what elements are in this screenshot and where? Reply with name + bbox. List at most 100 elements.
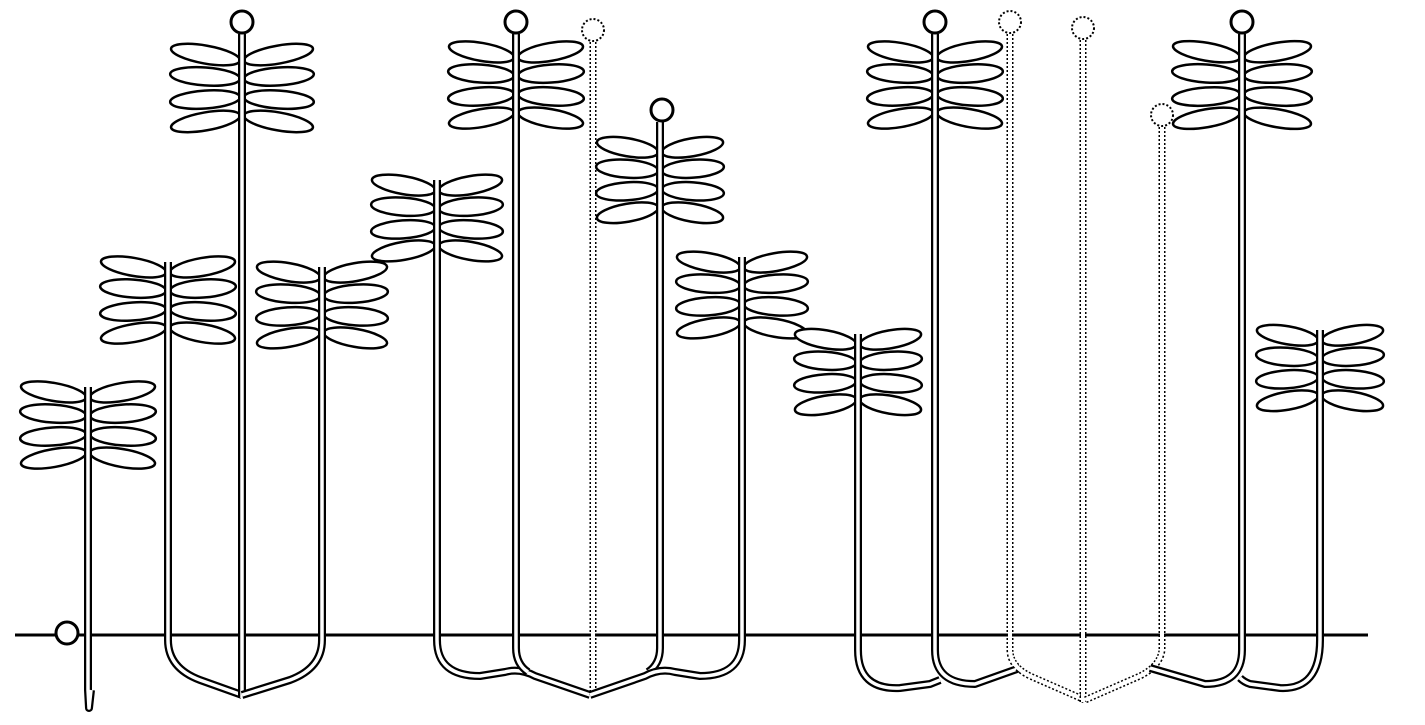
ramet-n-flower-icon xyxy=(1229,9,1255,35)
ramet-g-leaf-left xyxy=(594,180,660,202)
seedling-leaf-right xyxy=(88,425,158,447)
ramet-m-dead-flower-icon xyxy=(1150,103,1174,127)
ramet-n-leaf-right xyxy=(1242,39,1313,64)
ramet-o-leaf-right xyxy=(1320,323,1385,347)
ramet-n-stem-inner xyxy=(1149,34,1244,686)
ramet-i-leaf-right xyxy=(858,327,923,351)
ramet-g-leaf-left xyxy=(595,201,660,225)
ramet-h-leaf-left xyxy=(674,295,742,317)
ramet-n-leaf-right xyxy=(1242,62,1314,85)
ramet-i-leaf-right xyxy=(858,393,923,417)
ramet-m-dotted-stem xyxy=(1083,127,1166,704)
ramet-g-leaf-left xyxy=(594,158,660,180)
ramet-g-leaf-right xyxy=(660,201,725,225)
ramet-c-leaf-left xyxy=(254,305,322,327)
ramet-l-dead-flower-icon xyxy=(1071,16,1095,40)
ramet-j-leaf-left xyxy=(866,106,935,130)
ramet-g-leaf-left xyxy=(595,135,660,159)
ramet-i-leaf-right xyxy=(858,372,924,394)
ramet-e-leaf-right xyxy=(516,63,586,85)
ramet-d-leaf-right xyxy=(437,218,505,240)
ramet-i-leaf-left xyxy=(792,350,858,372)
ramet-e-leaf-left xyxy=(446,85,516,107)
ramet-e-stem-inner xyxy=(514,34,530,674)
ramet-c-leaf-right xyxy=(322,305,390,327)
ramet-b-leaf-right xyxy=(242,89,316,111)
ramet-d-leaf-right xyxy=(437,173,504,197)
ramet-a-leaf-right xyxy=(168,278,238,300)
ramet-a-leaf-left xyxy=(98,300,168,322)
ramet-j-leaf-right xyxy=(935,106,1004,130)
ramet-j-leaf-right xyxy=(935,85,1005,107)
ramet-j-leaf-right xyxy=(935,63,1005,85)
ramet-h-leaf-left xyxy=(674,273,742,295)
ramet-o-leaf-right xyxy=(1320,389,1385,413)
ramet-b-leaf-left xyxy=(168,89,242,111)
ramet-c-leaf-left xyxy=(255,326,322,350)
ramet-e-leaf-left xyxy=(447,40,516,64)
ramet-i-leaf-left xyxy=(793,327,858,351)
ramet-d-leaf-left xyxy=(369,196,437,218)
ramet-j-leaf-left xyxy=(865,63,935,85)
ramet-j-leaf-left xyxy=(865,85,935,107)
ramet-c-leaf-right xyxy=(322,283,390,305)
ramet-d-leaf-right xyxy=(437,196,505,218)
ramet-e-leaf-right xyxy=(516,85,586,107)
ramet-e-leaf-right xyxy=(516,40,585,64)
ramet-h-leaf-right xyxy=(742,295,810,317)
ramet-j-leaf-right xyxy=(935,40,1004,64)
ramet-g-leaf-right xyxy=(660,180,726,202)
ramet-e-flower-icon xyxy=(503,9,529,35)
ramet-o-leaf-left xyxy=(1254,368,1320,390)
ramet-a-leaf-right xyxy=(168,321,237,345)
ramet-n-leaf-right xyxy=(1242,85,1314,108)
ramet-c-stem-inner xyxy=(241,270,324,697)
seedling-leaf-right xyxy=(88,380,157,404)
ramet-o-leaf-right xyxy=(1320,368,1386,390)
ramet-c-leaf-left xyxy=(254,283,322,305)
ramet-a-leaf-left xyxy=(98,278,168,300)
ramet-h-leaf-left xyxy=(675,316,742,340)
ramet-n-leaf-right xyxy=(1242,106,1313,131)
ramet-n-leaf-left xyxy=(1171,106,1242,131)
ramet-h-leaf-left xyxy=(675,250,742,274)
ramet-a-leaf-left xyxy=(99,255,168,279)
ramet-e-leaf-left xyxy=(446,63,516,85)
ramet-a-leaf-left xyxy=(99,321,168,345)
ramet-c-leaf-right xyxy=(322,326,389,350)
seedling-seed-flower-icon xyxy=(54,620,80,646)
seedling-leaf-left xyxy=(18,403,88,425)
seedling-leaf-left xyxy=(19,380,88,404)
ramet-g-flower-icon xyxy=(649,97,675,123)
ramet-f-dead-flower-icon xyxy=(581,18,605,42)
ramet-d-leaf-left xyxy=(370,239,437,263)
ramet-k-stem-inner xyxy=(1008,34,1086,702)
ramet-j-flower-icon xyxy=(922,9,948,35)
ramet-e-stem xyxy=(512,34,531,676)
ramet-c-leaf-left xyxy=(255,260,322,284)
ramet-j-leaf-left xyxy=(866,40,935,64)
seedling-stem-inner xyxy=(86,395,93,710)
ramet-m-stem-inner xyxy=(1084,127,1164,702)
ramet-c-leaf-right xyxy=(322,260,389,284)
ramet-e-leaf-left xyxy=(447,106,516,130)
ramet-b-leaf-right xyxy=(242,42,315,67)
ramet-a-leaf-right xyxy=(168,300,238,322)
ramet-o-leaf-left xyxy=(1254,346,1320,368)
ramet-d-leaf-left xyxy=(370,173,437,197)
ramet-b-leaf-left xyxy=(168,65,242,87)
ramet-b-leaf-left xyxy=(169,109,242,134)
ramet-o-leaf-right xyxy=(1320,346,1386,368)
ramet-i-leaf-left xyxy=(793,393,858,417)
ramet-n-leaf-left xyxy=(1171,39,1242,64)
ramet-b-leaf-left xyxy=(169,42,242,67)
ramet-a-stem-inner xyxy=(166,270,243,697)
ramet-i-stem-inner xyxy=(856,340,941,690)
ramet-k-dead-flower-icon xyxy=(998,10,1022,34)
seedling-leaf-left xyxy=(18,425,88,447)
ramet-i-leaf-right xyxy=(858,350,924,372)
ramet-g-leaf-right xyxy=(660,135,725,159)
ramet-g-leaf-right xyxy=(660,158,726,180)
ramet-b-leaf-right xyxy=(242,109,315,134)
